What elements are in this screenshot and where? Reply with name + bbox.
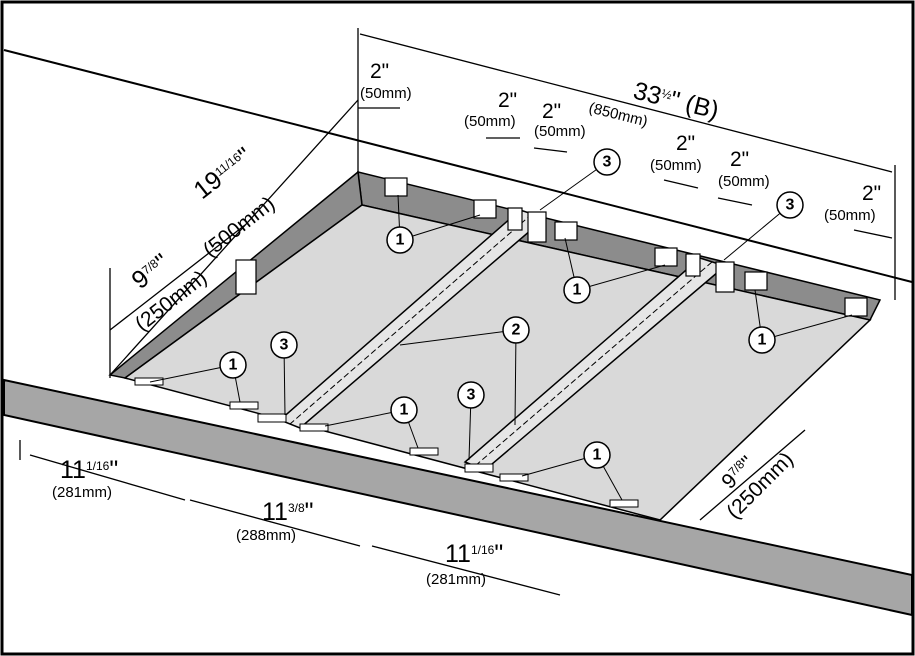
svg-text:3: 3 — [786, 197, 795, 214]
svg-text:111/16": 111/16" — [445, 540, 503, 568]
gap-label-e: 2" (50mm) — [718, 148, 770, 190]
callout-3-d: 3 — [457, 381, 485, 409]
gap-label-a: 2" (50mm) — [360, 60, 412, 102]
brackets — [235, 177, 868, 317]
total-width-label: 33½" (B) (850mm) — [587, 77, 722, 131]
svg-text:(50mm): (50mm) — [534, 123, 586, 140]
callout-1-d: 1 — [219, 351, 247, 379]
bottom-label-3: 111/16" (281mm) — [426, 540, 503, 588]
svg-text:(288mm): (288mm) — [236, 527, 296, 544]
svg-text:(281mm): (281mm) — [426, 571, 486, 588]
svg-text:(281mm): (281mm) — [52, 484, 112, 501]
svg-text:111/16": 111/16" — [60, 456, 118, 484]
callout-1-b: 1 — [563, 276, 591, 304]
svg-text:2": 2" — [370, 60, 389, 83]
svg-text:1: 1 — [573, 282, 582, 299]
callout-2: 2 — [502, 316, 530, 344]
svg-text:1: 1 — [400, 402, 409, 419]
svg-text:3: 3 — [280, 337, 289, 354]
svg-text:(50mm): (50mm) — [650, 157, 702, 174]
svg-text:33½" (B): 33½" (B) — [631, 77, 722, 125]
svg-text:3: 3 — [603, 154, 612, 171]
svg-text:(50mm): (50mm) — [360, 85, 412, 102]
svg-text:(50mm): (50mm) — [718, 173, 770, 190]
svg-text:2": 2" — [498, 89, 517, 112]
callout-3-b: 3 — [776, 191, 804, 219]
callout-1-c: 1 — [748, 326, 776, 354]
gap-label-c: 2" (50mm) — [534, 100, 586, 140]
bottom-label-1: 111/16" (281mm) — [52, 456, 118, 501]
svg-text:2": 2" — [676, 132, 695, 155]
svg-text:1: 1 — [593, 447, 602, 464]
callout-markers: 1 1 1 1 1 1 2 3 3 3 3 — [219, 148, 804, 469]
svg-text:2": 2" — [862, 182, 881, 205]
svg-text:2: 2 — [512, 322, 521, 339]
svg-text:113/8": 113/8" — [262, 498, 314, 526]
svg-text:1: 1 — [229, 357, 238, 374]
callout-1-f: 1 — [583, 441, 611, 469]
gap-label-d: 2" (50mm) — [650, 132, 702, 174]
counter-back-edge — [3, 49, 913, 283]
svg-text:(50mm): (50mm) — [464, 113, 516, 130]
dimension-lines — [19, 28, 896, 596]
bottom-label-2: 113/8" (288mm) — [236, 498, 314, 544]
callout-1-e: 1 — [390, 396, 418, 424]
front-clips — [134, 377, 639, 508]
svg-text:1: 1 — [396, 232, 405, 249]
callout-3-c: 3 — [270, 331, 298, 359]
callout-3-a: 3 — [593, 148, 621, 176]
gap-label-f: 2" (50mm) — [824, 182, 881, 224]
callout-1-a: 1 — [386, 226, 414, 254]
counter-front-ledge — [3, 378, 913, 617]
svg-text:1: 1 — [758, 332, 767, 349]
svg-text:(50mm): (50mm) — [824, 207, 876, 224]
svg-text:3: 3 — [467, 387, 476, 404]
gap-label-b: 2" (50mm) — [464, 89, 517, 130]
svg-text:2": 2" — [730, 148, 749, 171]
svg-text:2": 2" — [542, 100, 561, 123]
